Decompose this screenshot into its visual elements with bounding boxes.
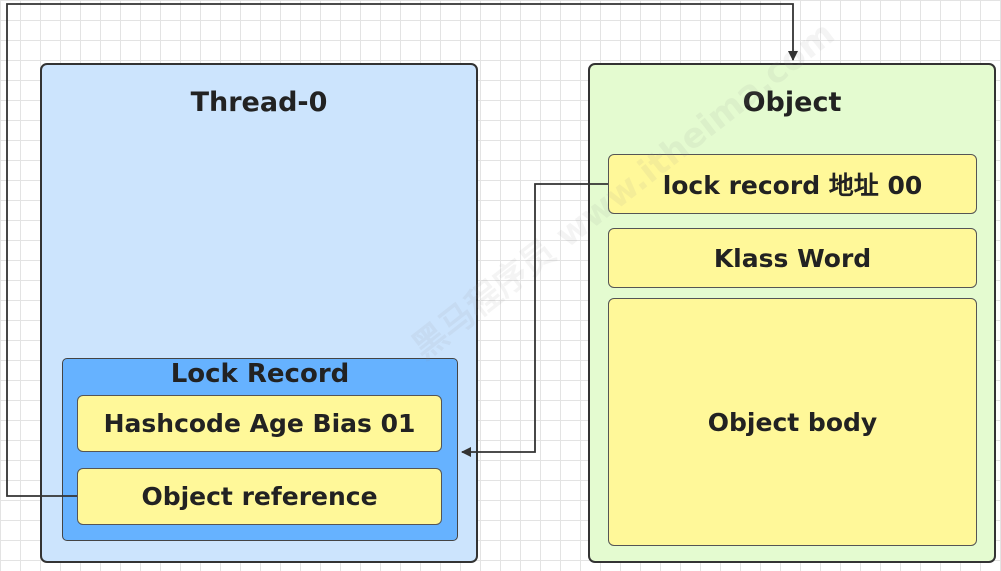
klass-word-field: Klass Word [608,228,977,288]
thread-title: Thread-0 [190,87,328,118]
object-reference-field: Object reference [77,468,442,525]
hashcode-age-bias-field: Hashcode Age Bias 01 [77,395,442,452]
object-title: Object [742,87,842,118]
lock-record-title: Lock Record [170,359,350,389]
object-body-field: Object body [608,298,977,546]
